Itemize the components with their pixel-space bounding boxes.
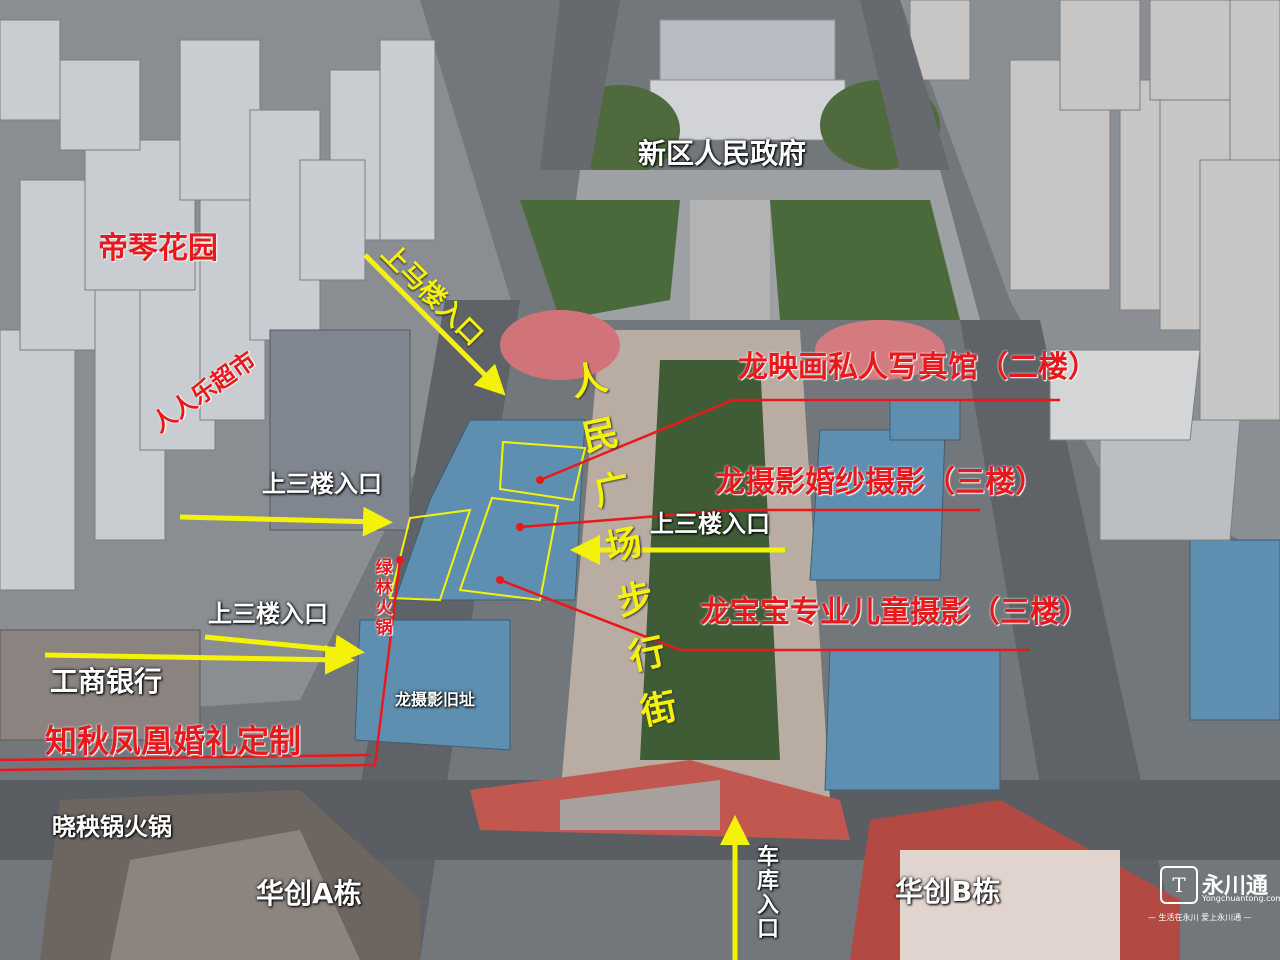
- lvlin-hotpot-label: 绿林火锅: [375, 558, 393, 638]
- watermark-name: 永川通: [1202, 874, 1269, 899]
- watermark-slogan: — 生活在永川 爱上永川通 —: [1148, 913, 1252, 922]
- zhiqiu-wedding-label: 知秋凤凰婚礼定制: [45, 722, 302, 760]
- third-floor-entrance-left: 上三楼入口: [262, 470, 382, 498]
- yellow-arrows: [44, 253, 785, 960]
- huachuang-a-label: 华创A栋: [256, 877, 362, 910]
- third-floor-entrance-lower: 上三楼入口: [208, 600, 328, 628]
- huachuang-b-label: 华创B栋: [895, 875, 1001, 908]
- longying-studio-label: 龙映画私人写真馆（二楼）: [738, 350, 1098, 385]
- watermark-logo-icon: T: [1160, 866, 1198, 904]
- longbaobao-label: 龙宝宝专业儿童摄影（三楼）: [700, 595, 1090, 630]
- bank-label: 工商银行: [50, 665, 163, 698]
- third-floor-entrance-right: 上三楼入口: [650, 510, 770, 538]
- watermark: T 永川通 Yongchuantong.com — 生活在永川 爱上永川通 —: [1148, 862, 1280, 932]
- gov-label: 新区人民政府: [638, 137, 807, 170]
- xiaoqiu-hotpot-label: 晓秧锅火锅: [52, 813, 172, 841]
- watermark-url: Yongchuantong.com: [1202, 894, 1280, 903]
- diqin-garden-label: 帝琴花园: [98, 231, 218, 266]
- garage-entrance-label: 车库入口: [756, 845, 779, 942]
- old-site-label: 龙摄影旧址: [395, 690, 476, 709]
- longsheying-label: 龙摄影婚纱摄影（三楼）: [715, 465, 1045, 500]
- red-pointer-lines: [0, 398, 1060, 772]
